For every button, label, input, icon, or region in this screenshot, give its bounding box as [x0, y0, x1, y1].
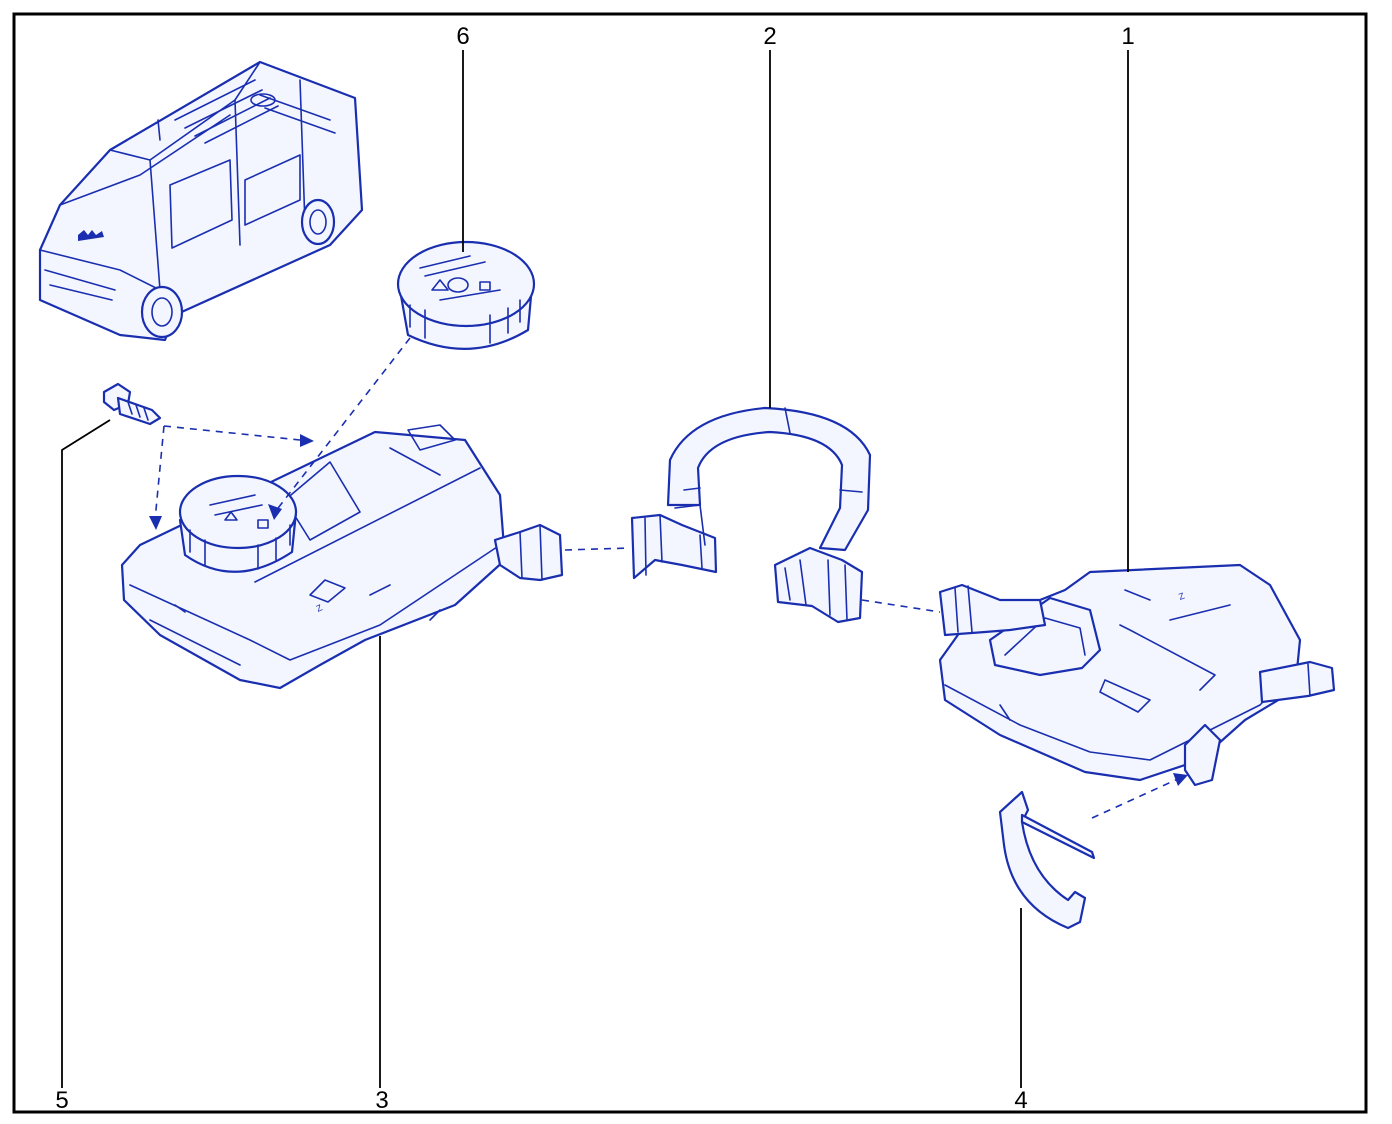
reservoir-part-3: Z [120, 424, 564, 690]
diagram-frame [12, 12, 1368, 1114]
hose-part-2 [630, 406, 872, 624]
callout-5: 5 [55, 1087, 68, 1114]
callout-4: 4 [1014, 1087, 1027, 1114]
assembly-lines [149, 337, 1188, 819]
reservoir-embossed-mark-1: Z [1177, 590, 1186, 601]
filler-cap-part-6 [396, 240, 536, 350]
callout-3: 3 [375, 1087, 388, 1114]
screw-part-5 [102, 382, 162, 426]
leader-lines [61, 50, 1129, 1088]
callout-2: 2 [763, 23, 776, 50]
reservoir-embossed-mark: Z [315, 602, 325, 614]
vehicle-van-illustration [38, 60, 364, 342]
clip-part-4 [998, 790, 1096, 930]
callout-6: 6 [456, 23, 469, 50]
leader-line-5 [61, 419, 111, 1088]
callout-1: 1 [1121, 23, 1134, 50]
reservoir-part-1: Z [938, 563, 1336, 787]
